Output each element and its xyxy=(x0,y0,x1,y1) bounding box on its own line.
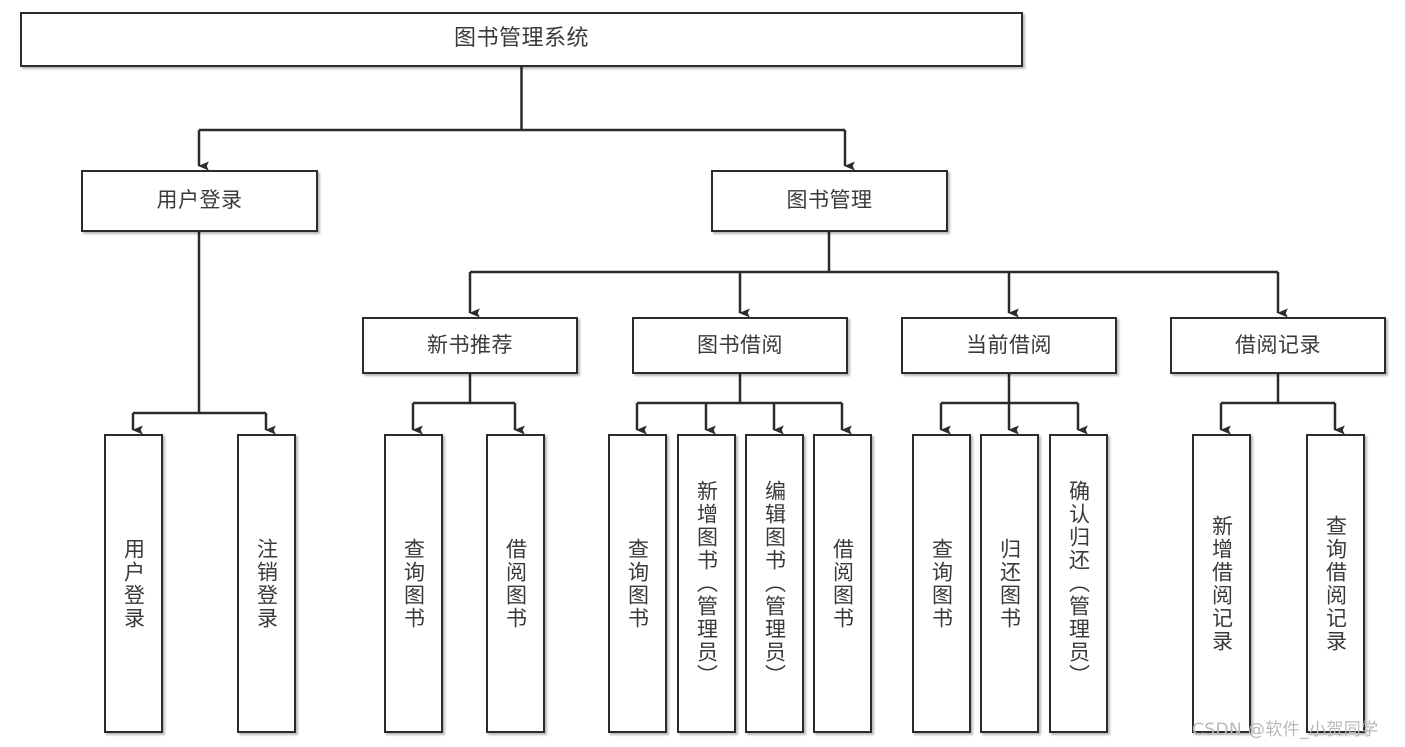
node-book-manage[interactable]: 图书管理 xyxy=(711,170,948,232)
leaf-return-book-label: 归还图书 xyxy=(997,537,1022,630)
node-new-book-rec-label: 新书推荐 xyxy=(427,332,513,357)
leaf-borrow-book-1-label: 借阅图书 xyxy=(503,537,528,630)
leaf-query-book-1-label: 查询图书 xyxy=(401,537,426,630)
leaf-logout-label: 注销登录 xyxy=(254,537,279,630)
node-book-manage-label: 图书管理 xyxy=(786,188,873,213)
leaf-query-book-2-label: 查询图书 xyxy=(625,537,650,630)
leaf-add-record-label: 新增借阅记录 xyxy=(1209,514,1234,653)
leaf-add-book-label: 新增图书（管理员） xyxy=(694,480,719,687)
leaf-query-book-2[interactable]: 查询图书 xyxy=(608,434,667,733)
node-user-login-label: 用户登录 xyxy=(156,188,243,213)
leaf-edit-book[interactable]: 编辑图书（管理员） xyxy=(745,434,804,733)
leaf-query-book-1[interactable]: 查询图书 xyxy=(384,434,443,733)
leaf-borrow-book-2-label: 借阅图书 xyxy=(830,537,855,630)
csdn-watermark: CSDN @软件_小贺同学 xyxy=(1192,720,1379,740)
leaf-confirm-return[interactable]: 确认归还（管理员） xyxy=(1049,434,1108,733)
leaf-add-record[interactable]: 新增借阅记录 xyxy=(1192,434,1251,733)
node-book-borrow[interactable]: 图书借阅 xyxy=(632,317,848,374)
leaf-query-book-3[interactable]: 查询图书 xyxy=(912,434,971,733)
node-book-borrow-label: 图书借阅 xyxy=(697,332,783,357)
leaf-query-record-label: 查询借阅记录 xyxy=(1323,514,1348,653)
leaf-confirm-return-label: 确认归还（管理员） xyxy=(1066,480,1091,687)
node-borrow-record-label: 借阅记录 xyxy=(1235,332,1321,357)
node-current-borrow[interactable]: 当前借阅 xyxy=(901,317,1117,374)
node-user-login[interactable]: 用户登录 xyxy=(81,170,318,232)
leaf-borrow-book-1[interactable]: 借阅图书 xyxy=(486,434,545,733)
leaf-query-book-3-label: 查询图书 xyxy=(929,537,954,630)
leaf-add-book[interactable]: 新增图书（管理员） xyxy=(677,434,736,733)
leaf-logout[interactable]: 注销登录 xyxy=(237,434,296,733)
node-borrow-record[interactable]: 借阅记录 xyxy=(1170,317,1386,374)
node-root-label: 图书管理系统 xyxy=(453,26,589,52)
node-new-book-rec[interactable]: 新书推荐 xyxy=(362,317,578,374)
leaf-user-login-label: 用户登录 xyxy=(121,537,146,630)
node-root[interactable]: 图书管理系统 xyxy=(20,12,1023,67)
leaf-edit-book-label: 编辑图书（管理员） xyxy=(762,480,787,687)
leaf-borrow-book-2[interactable]: 借阅图书 xyxy=(813,434,872,733)
leaf-query-record[interactable]: 查询借阅记录 xyxy=(1306,434,1365,733)
leaf-return-book[interactable]: 归还图书 xyxy=(980,434,1039,733)
node-current-borrow-label: 当前借阅 xyxy=(966,332,1052,357)
leaf-user-login[interactable]: 用户登录 xyxy=(104,434,163,733)
